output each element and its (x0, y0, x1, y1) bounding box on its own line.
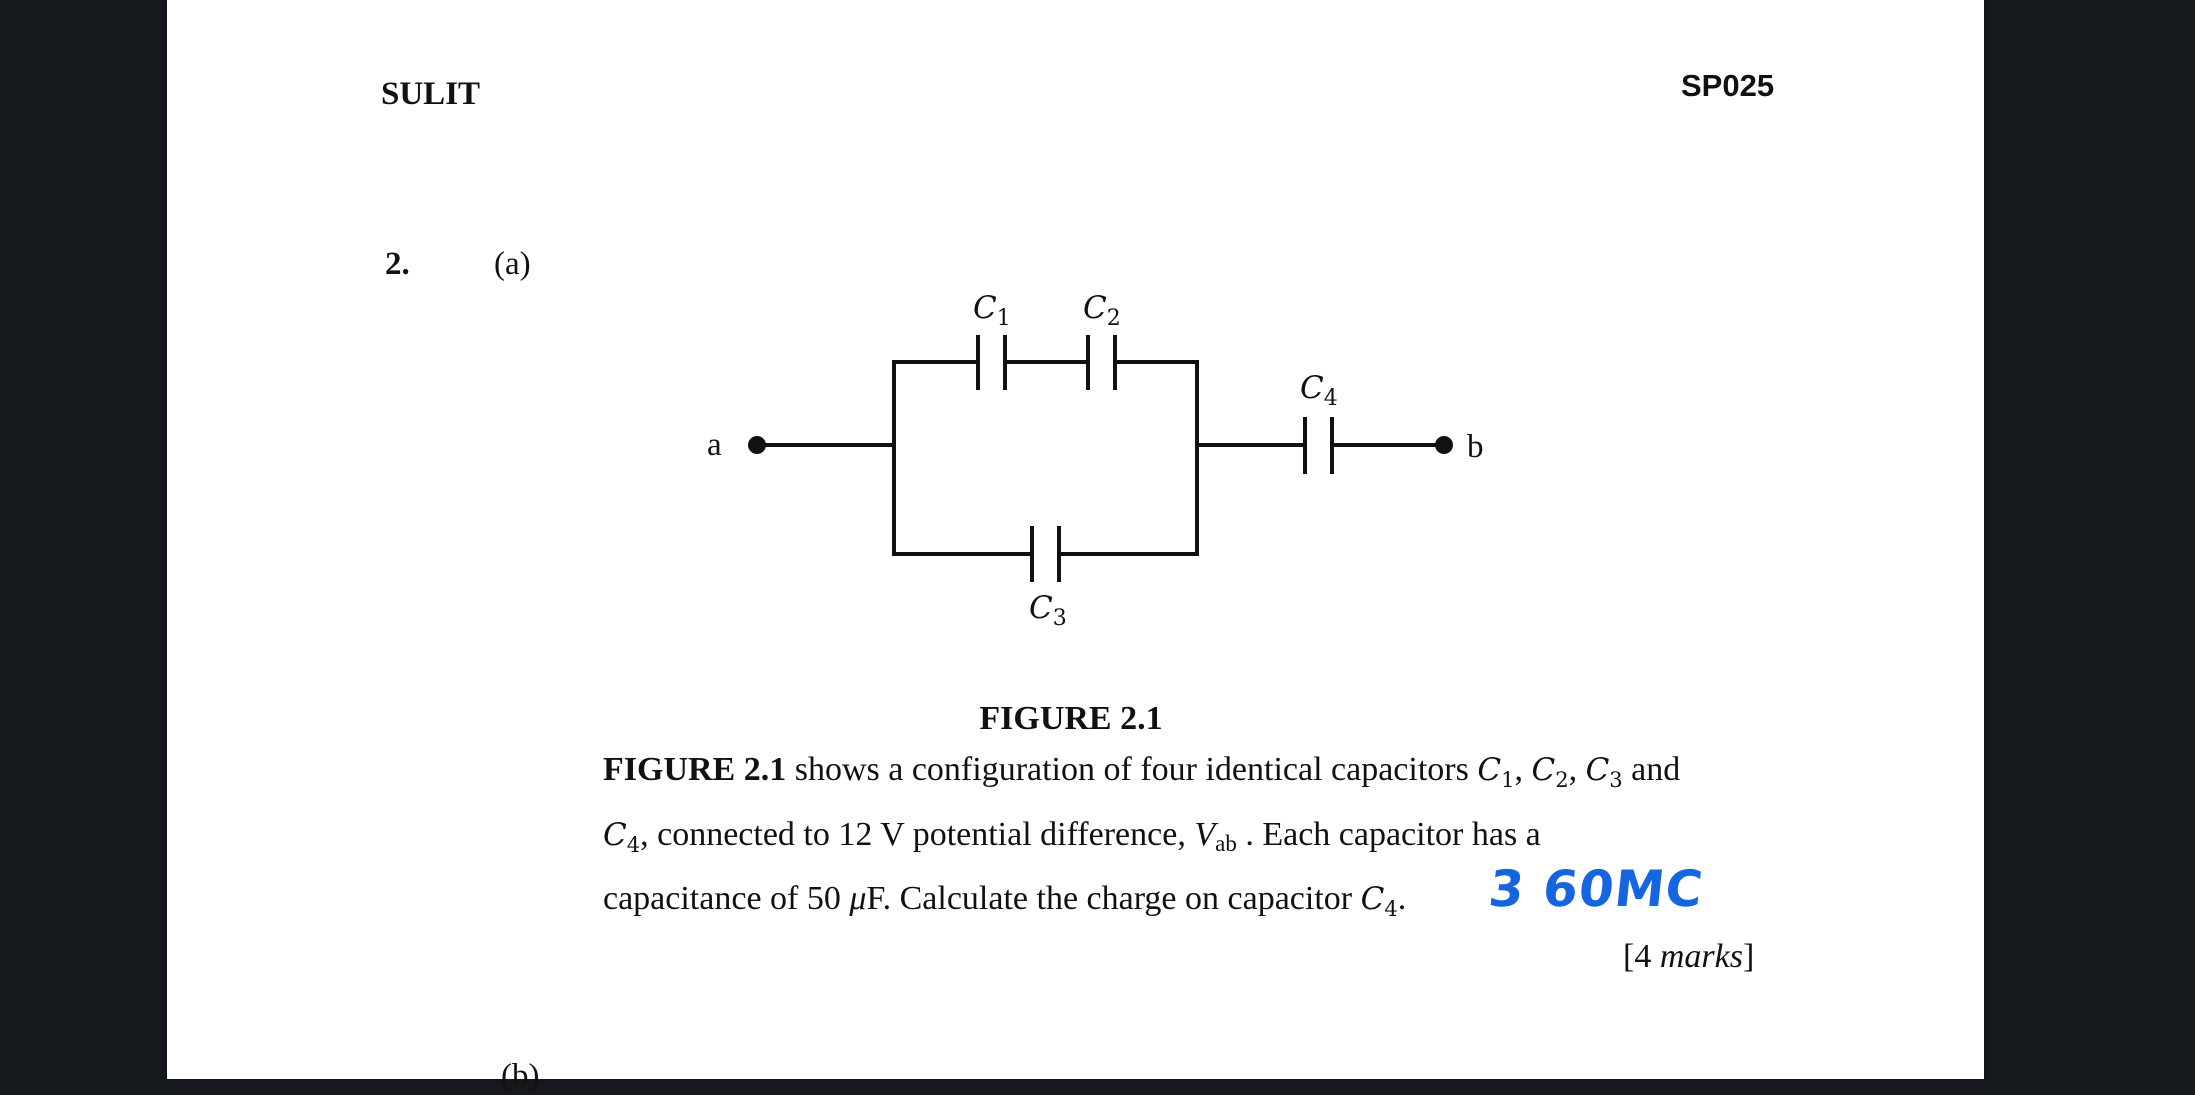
figure-caption: FIGURE 2.1 (979, 700, 1163, 737)
c3-inline: C3 (1585, 752, 1623, 793)
c2-inline: C2 (1531, 752, 1569, 793)
marks-label: [4 marks] (1623, 938, 1755, 975)
c1-inline: C1 (1477, 752, 1515, 793)
voltage-symbol: V (1194, 816, 1216, 853)
exam-page: SULIT SP025 2. (a) (167, 0, 1984, 1094)
c3-label: C3 (1029, 590, 1067, 631)
handwritten-answer: 3 60MC (1485, 860, 1707, 918)
header-sulit: SULIT (381, 76, 481, 112)
question-text-line-3: capacitance of 50 μF. Calculate the char… (603, 880, 1407, 922)
c4-inline-2: C4 (1360, 881, 1398, 922)
circuit-diagram: a b C1 C2 C4 C3 (707, 290, 1484, 631)
terminal-a-dot (748, 436, 766, 454)
mu-symbol: μ (849, 880, 867, 917)
terminal-b-dot (1435, 436, 1453, 454)
next-question-part: (b) (501, 1058, 540, 1094)
question-part: (a) (494, 246, 531, 282)
c4-inline: C4 (603, 817, 641, 858)
terminal-b-label: b (1467, 429, 1484, 465)
question-number: 2. (385, 246, 410, 282)
c4-label: C4 (1300, 370, 1338, 411)
c2-label: C2 (1083, 290, 1121, 331)
c1-label: C1 (973, 290, 1011, 331)
voltage-subscript: ab (1215, 831, 1237, 856)
terminal-a-label: a (707, 427, 722, 463)
question-text-line-1: FIGURE 2.1 shows a configuration of four… (603, 751, 1681, 793)
header-code: SP025 (1681, 68, 1775, 103)
question-text-line-2: C4, connected to 12 V potential differen… (603, 816, 1541, 858)
figure-reference: FIGURE 2.1 (603, 751, 787, 788)
